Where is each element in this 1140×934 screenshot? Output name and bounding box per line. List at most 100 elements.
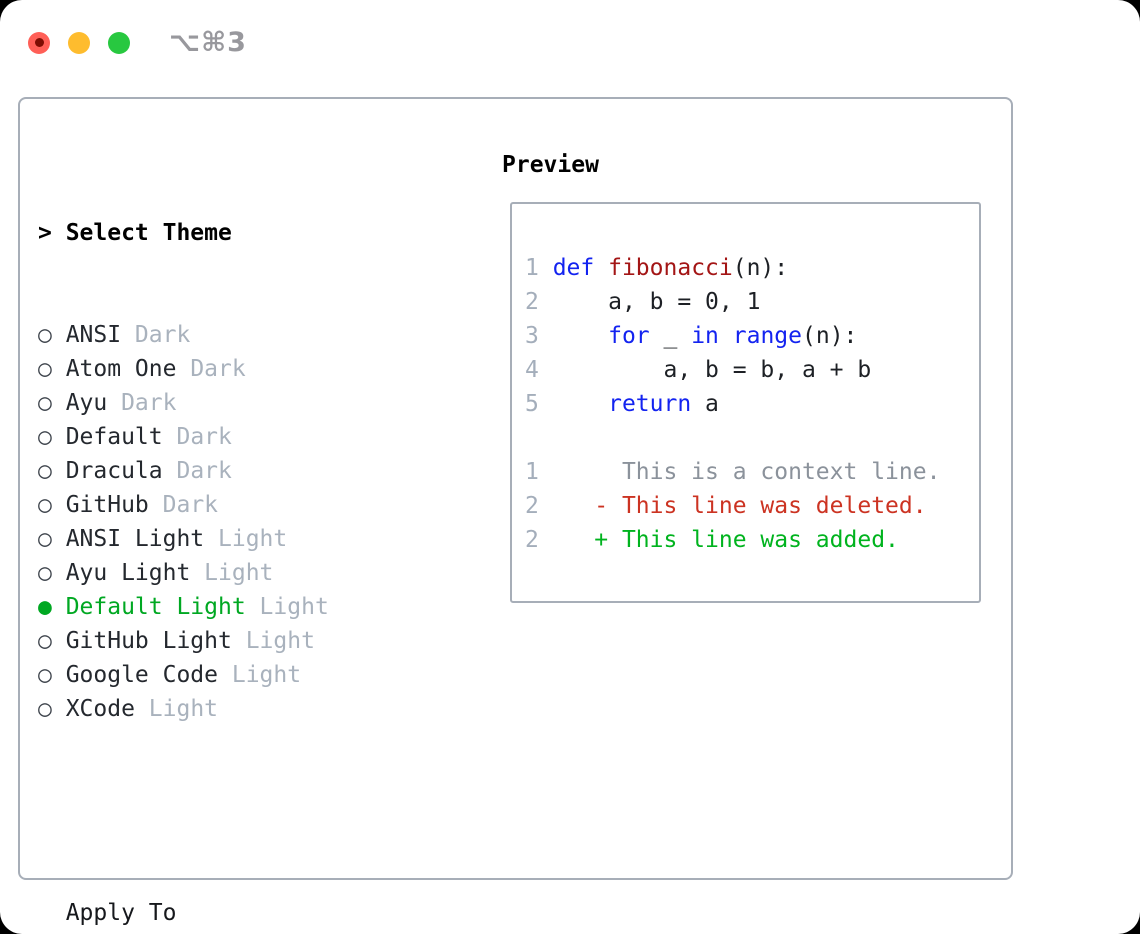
theme-option-google-code[interactable]: ○ Google Code Light (38, 658, 426, 692)
theme-option-dracula[interactable]: ○ Dracula Dark (38, 454, 426, 488)
line-number: 1 (525, 255, 553, 281)
theme-picker: > Select Theme ○ ANSI Dark ○ Atom One Dark ○ A… (38, 148, 426, 934)
window-title: ⌥⌘3 (169, 27, 247, 58)
theme-variant: Light (134, 696, 219, 722)
code-line: 1 This is a context line. (525, 455, 979, 489)
theme-name: Google Code (65, 662, 219, 688)
theme-name: Default Light (65, 594, 246, 620)
focus-caret-icon: > (38, 220, 52, 246)
theme-variant: Light (204, 526, 288, 552)
radio-unselected-icon: ○ (38, 424, 52, 450)
line-number: 2 (525, 527, 553, 553)
code-token: for (608, 323, 650, 349)
radio-selected-icon: ● (38, 594, 52, 620)
code-line: 2 - This line was deleted. (525, 489, 979, 523)
theme-variant: Dark (176, 356, 246, 382)
theme-option-github-light[interactable]: ○ GitHub Light Light (38, 624, 426, 658)
minimize-button[interactable] (68, 31, 90, 54)
code-line-blank (525, 421, 979, 455)
radio-unselected-icon: ○ (38, 356, 52, 382)
code-token (553, 391, 608, 417)
code-token: in (691, 323, 719, 349)
code-line: 2 a, b = 0, 1 (525, 285, 979, 319)
theme-variant: Dark (121, 322, 191, 348)
theme-variant: Dark (162, 424, 232, 450)
zoom-button[interactable] (108, 31, 130, 54)
code-line: 4 a, b = b, a + b (525, 353, 979, 387)
theme-variant: Light (218, 662, 302, 688)
code-token: + This line was added. (552, 527, 899, 553)
line-number: 5 (525, 391, 553, 417)
apply-to-heading: Apply To (38, 896, 426, 930)
radio-unselected-icon: ○ (38, 662, 52, 688)
theme-option-ayu[interactable]: ○ Ayu Dark (38, 386, 426, 420)
theme-picker-heading: > Select Theme (38, 216, 426, 250)
theme-variant: Dark (107, 390, 177, 416)
code-token: a (691, 391, 719, 417)
code-token (553, 323, 608, 349)
code-token: range (732, 323, 802, 349)
theme-option-default-light[interactable]: ● Default Light Light (38, 590, 426, 624)
close-dot-icon (34, 38, 44, 47)
radio-unselected-icon: ○ (38, 560, 52, 586)
theme-option-xcode[interactable]: ○ XCode Light (38, 692, 426, 726)
apply-to-heading-label: Apply To (65, 900, 177, 926)
close-button[interactable] (28, 31, 50, 54)
theme-variant: Dark (162, 458, 232, 484)
theme-variant: Light (190, 560, 274, 586)
titlebar: ⌥⌘3 (28, 27, 247, 58)
code-token: def (552, 255, 595, 281)
theme-variant: Light (245, 594, 329, 620)
spacer-row (38, 794, 426, 828)
theme-name: XCode (65, 696, 135, 722)
theme-option-atom-one[interactable]: ○ Atom One Dark (38, 352, 426, 386)
radio-unselected-icon: ○ (38, 628, 52, 654)
line-number: 2 (525, 493, 553, 519)
theme-name: Ayu (65, 390, 108, 416)
code-line: 5 return a (525, 387, 979, 421)
theme-option-ayu-light[interactable]: ○ Ayu Light Light (38, 556, 426, 590)
theme-option-github[interactable]: ○GitHub Dark (38, 488, 426, 522)
line-number: 4 (525, 357, 553, 383)
code-token: _ (649, 323, 692, 349)
code-token: fibonacci (608, 255, 733, 281)
code-token: (n): (802, 323, 858, 349)
theme-name: Ayu Light (65, 560, 191, 586)
line-number: 2 (525, 289, 553, 315)
theme-option-default[interactable]: ○ Default Dark (38, 420, 426, 454)
radio-unselected-icon: ○ (38, 322, 52, 348)
theme-option-ansi-light[interactable]: ○ ANSI Light Light (38, 522, 426, 556)
theme-name: GitHub (65, 492, 149, 518)
theme-list: ○ ANSI Dark ○ Atom One Dark ○ Ayu Dark ○ Defaul… (38, 318, 426, 726)
code-line: 2 + This line was added. (525, 523, 979, 557)
theme-name: Default (65, 424, 163, 450)
code-token: return (608, 391, 692, 417)
line-number: 3 (525, 323, 553, 349)
radio-unselected-icon: ○ (38, 696, 52, 722)
theme-variant: Light (231, 628, 315, 654)
code-token: a, b = 0, 1 (552, 289, 761, 315)
code-token: a, b = b, a + b (552, 357, 872, 383)
code-token: - This line was deleted. (552, 493, 927, 519)
code-line: 1 def fibonacci(n): (525, 251, 979, 285)
radio-unselected-icon: ○ (38, 526, 52, 552)
theme-picker-heading-label: Select Theme (65, 220, 232, 246)
line-number: 1 (525, 459, 553, 485)
theme-name: ANSI Light (65, 526, 205, 552)
theme-option-ansi[interactable]: ○ ANSI Dark (38, 318, 426, 352)
code-token (594, 255, 608, 281)
theme-name: ANSI (65, 322, 122, 348)
radio-unselected-icon: ○ (38, 458, 52, 484)
theme-variant: Dark (148, 492, 219, 518)
theme-name: GitHub Light (65, 628, 232, 654)
theme-name: Atom One (65, 356, 177, 382)
theme-name: Dracula (65, 458, 163, 484)
radio-unselected-icon: ○ (38, 390, 52, 416)
code-token: (n): (732, 255, 789, 281)
code-line: 3 for _ in range(n): (525, 319, 979, 353)
preview-heading: Preview (502, 152, 599, 178)
main-panel: > Select Theme ○ ANSI Dark ○ Atom One Dark ○ A… (18, 97, 1013, 926)
